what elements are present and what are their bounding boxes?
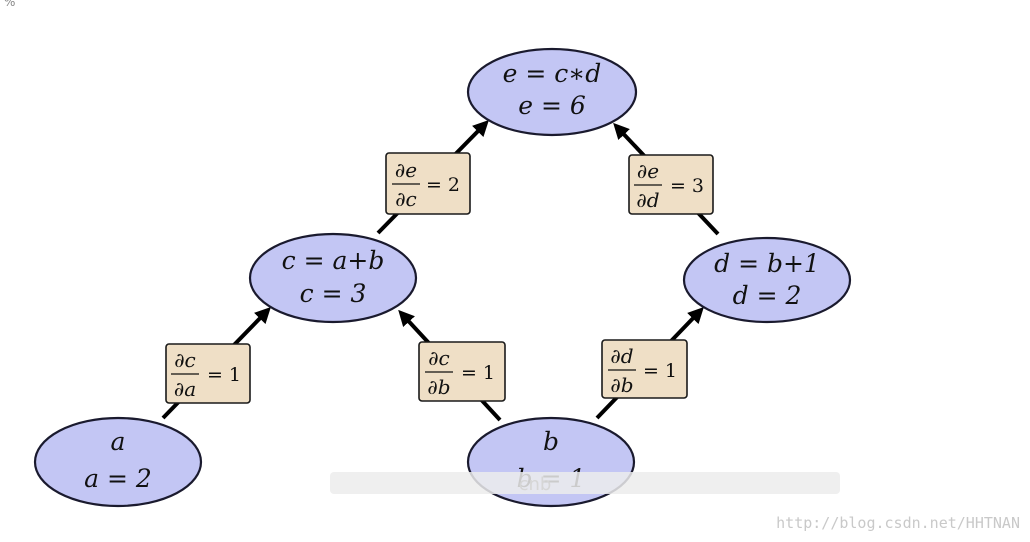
node-c-value: c = 3 [300, 279, 367, 308]
edge-label-a-to-c: ∂c ∂a = 1 [165, 343, 251, 404]
edge-label-b-to-d-box [601, 339, 688, 399]
node-e: e = c∗d e = 6 [466, 47, 638, 137]
node-e-ellipse [466, 47, 638, 137]
blurred-text: cnb [519, 474, 552, 495]
edge-label-d-to-e-box [628, 154, 714, 215]
node-d-ellipse [682, 236, 852, 324]
watermark: http://blog.csdn.net/HHTNAN [776, 514, 1020, 532]
node-a: a a = 2 [33, 416, 203, 508]
edge-label-b-to-c-numerator: ∂c [428, 346, 450, 370]
edge-label-b-to-d-denominator: ∂b [610, 373, 633, 397]
node-c: c = a+b c = 3 [248, 232, 418, 324]
edge-label-c-to-e-value: = 2 [426, 174, 460, 196]
edge-label-b-to-c-denominator: ∂b [427, 375, 450, 399]
edge-label-d-to-e-value: = 3 [670, 175, 704, 197]
node-b-name: b [543, 427, 559, 456]
node-d-formula: d = b+1 [714, 249, 820, 278]
node-d-value: d = 2 [733, 281, 802, 310]
node-a-name: a [111, 427, 126, 456]
edge-label-b-to-c-value: = 1 [461, 362, 495, 384]
node-e-value: e = 6 [518, 91, 586, 120]
edge-label-c-to-e: ∂e ∂c = 2 [385, 152, 471, 215]
edge-label-d-to-e-numerator: ∂e [637, 159, 659, 183]
edge-label-a-to-c-box [165, 343, 251, 404]
node-c-formula: c = a+b [282, 246, 385, 275]
edge-label-c-to-e-box [385, 152, 471, 215]
edge-label-a-to-c-denominator: ∂a [174, 377, 196, 401]
blur-band [330, 472, 840, 494]
edge-label-b-to-d-numerator: ∂d [610, 344, 633, 368]
edge-label-d-to-e-denominator: ∂d [636, 188, 659, 212]
edge-label-c-to-e-denominator: ∂c [395, 187, 417, 211]
edge-label-a-to-c-value: = 1 [207, 364, 241, 386]
edge-label-b-to-d: ∂d ∂b = 1 [601, 339, 688, 399]
node-c-ellipse [248, 232, 418, 324]
node-e-formula: e = c∗d [503, 59, 602, 88]
node-a-value: a = 2 [84, 464, 152, 493]
edge-label-d-to-e: ∂e ∂d = 3 [628, 154, 714, 215]
edge-label-b-to-c-box [418, 341, 506, 402]
edge-label-b-to-c: ∂c ∂b = 1 [418, 341, 506, 402]
edge-label-c-to-e-numerator: ∂e [395, 158, 417, 182]
blurred-overlay: cnb [330, 472, 840, 495]
edge-label-a-to-c-numerator: ∂c [174, 348, 196, 372]
node-a-ellipse [33, 416, 203, 508]
edge-label-b-to-d-value: = 1 [643, 360, 677, 382]
corner-mark: % [4, 0, 15, 9]
node-d: d = b+1 d = 2 [682, 236, 852, 324]
